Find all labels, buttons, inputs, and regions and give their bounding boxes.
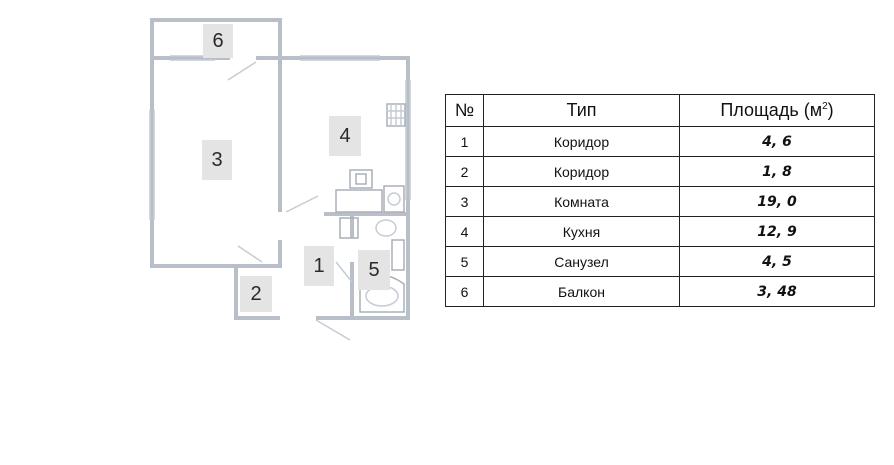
area-table: № Тип Площадь (м2) 1 Коридор 4, 6 2 Кори…	[445, 94, 875, 307]
row-area: 4, 6	[679, 126, 875, 157]
area-table-container: № Тип Площадь (м2) 1 Коридор 4, 6 2 Кори…	[445, 94, 875, 307]
room-label-4: 4	[329, 116, 361, 156]
row-type: Коридор	[483, 156, 680, 187]
table-row: 6 Балкон 3, 48	[445, 276, 875, 307]
row-number: 1	[445, 126, 484, 157]
balcony-wall	[150, 18, 282, 58]
row-type: Балкон	[483, 276, 680, 307]
row-type: Кухня	[483, 216, 680, 247]
header-area: Площадь (м2)	[679, 94, 875, 127]
outer-wall-right	[256, 56, 410, 320]
row-type: Комната	[483, 186, 680, 217]
table-row: 4 Кухня 12, 9	[445, 216, 875, 247]
header-type: Тип	[483, 94, 680, 127]
row-number: 3	[445, 186, 484, 217]
room-label-6: 6	[203, 24, 233, 58]
floor-plan	[149, 18, 411, 341]
row-number: 5	[445, 246, 484, 277]
row-type: Санузел	[483, 246, 680, 277]
table-row: 5 Санузел 4, 5	[445, 246, 875, 277]
table-row: 2 Коридор 1, 8	[445, 156, 875, 187]
partition-wall-lower	[236, 240, 282, 268]
row-number: 6	[445, 276, 484, 307]
room-label-2: 2	[240, 276, 272, 312]
row-area: 3, 48	[679, 276, 875, 307]
row-number: 4	[445, 216, 484, 247]
row-type: Коридор	[483, 126, 680, 157]
table-row: 3 Комната 19, 0	[445, 186, 875, 217]
row-area: 19, 0	[679, 186, 875, 217]
header-area-sup: 2	[822, 101, 828, 112]
header-number: №	[445, 94, 484, 127]
row-number: 2	[445, 156, 484, 187]
row-area: 4, 5	[679, 246, 875, 277]
row-area: 1, 8	[679, 156, 875, 187]
room-label-1: 1	[304, 246, 334, 286]
row-area: 12, 9	[679, 216, 875, 247]
room-label-3: 3	[202, 140, 232, 180]
header-area-close: )	[827, 100, 834, 120]
table-header-row: № Тип Площадь (м2)	[445, 94, 875, 127]
table-row: 1 Коридор 4, 6	[445, 126, 875, 157]
room-label-5: 5	[358, 250, 390, 290]
header-area-text: Площадь (м	[720, 100, 823, 120]
